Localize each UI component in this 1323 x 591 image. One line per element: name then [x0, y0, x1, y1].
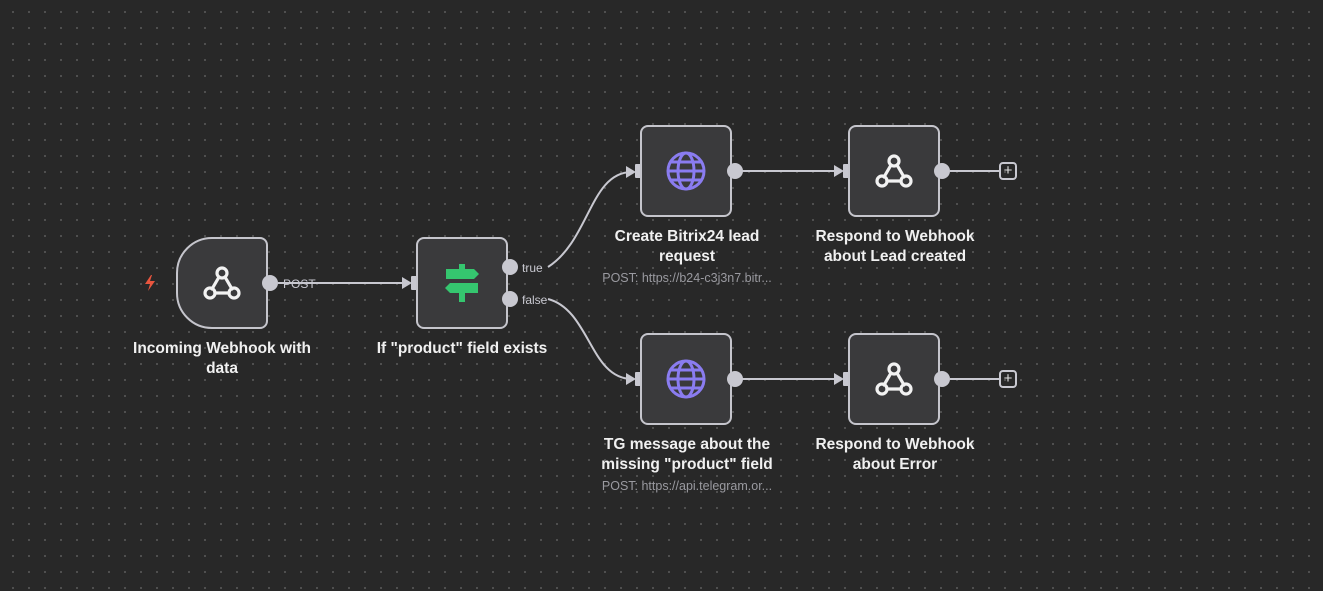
node-respond-error[interactable]: [848, 333, 940, 425]
true-label: true: [522, 261, 543, 275]
true-output-port[interactable]: [502, 259, 518, 275]
arrow-head: [626, 373, 636, 385]
node-respond-lead-created[interactable]: [848, 125, 940, 217]
node-subtitle: POST: https://b24-c3j3n7.bitr...: [602, 271, 772, 285]
signpost-icon: [445, 264, 479, 302]
input-port[interactable]: [635, 372, 641, 386]
arrow-head: [834, 165, 844, 177]
node-incoming-webhook[interactable]: [176, 237, 268, 329]
node-tg-message[interactable]: [640, 333, 732, 425]
connection-if-false-to-tg[interactable]: [547, 298, 633, 380]
webhook-icon: [875, 362, 913, 396]
node-title: If "product" field exists: [376, 340, 548, 357]
arrow-head: [402, 277, 412, 289]
input-port[interactable]: [843, 372, 849, 386]
node-title: TG message about the missing "product" f…: [601, 436, 773, 473]
globe-icon: [666, 359, 706, 399]
false-output-port[interactable]: [502, 291, 518, 307]
webhook-icon: [203, 266, 241, 300]
arrow-head: [626, 166, 636, 178]
node-if-product-exists[interactable]: [416, 237, 508, 329]
node-subtitle: POST: https://api.telegram.or...: [601, 479, 773, 493]
connection-if-true-to-bitrix[interactable]: [547, 171, 633, 268]
output-port[interactable]: [727, 371, 743, 387]
input-port[interactable]: [635, 164, 641, 178]
output-label: POST: [283, 277, 316, 291]
input-port[interactable]: [843, 164, 849, 178]
globe-icon: [666, 151, 706, 191]
output-port[interactable]: [262, 275, 278, 291]
add-node-button[interactable]: +: [999, 162, 1017, 180]
arrow-head: [834, 373, 844, 385]
add-node-button[interactable]: +: [999, 370, 1017, 388]
node-create-bitrix-lead[interactable]: [640, 125, 732, 217]
output-port[interactable]: [934, 163, 950, 179]
output-port[interactable]: [934, 371, 950, 387]
lightning-bolt-icon: [145, 275, 155, 291]
node-title: Create Bitrix24 lead request: [614, 228, 760, 265]
output-port[interactable]: [727, 163, 743, 179]
webhook-icon: [875, 154, 913, 188]
input-port[interactable]: [411, 276, 417, 290]
false-label: false: [522, 293, 548, 307]
node-title: Respond to Webhook about Lead created: [815, 228, 975, 265]
node-title: Respond to Webhook about Error: [815, 436, 975, 473]
node-title: Incoming Webhook with data: [133, 340, 311, 377]
